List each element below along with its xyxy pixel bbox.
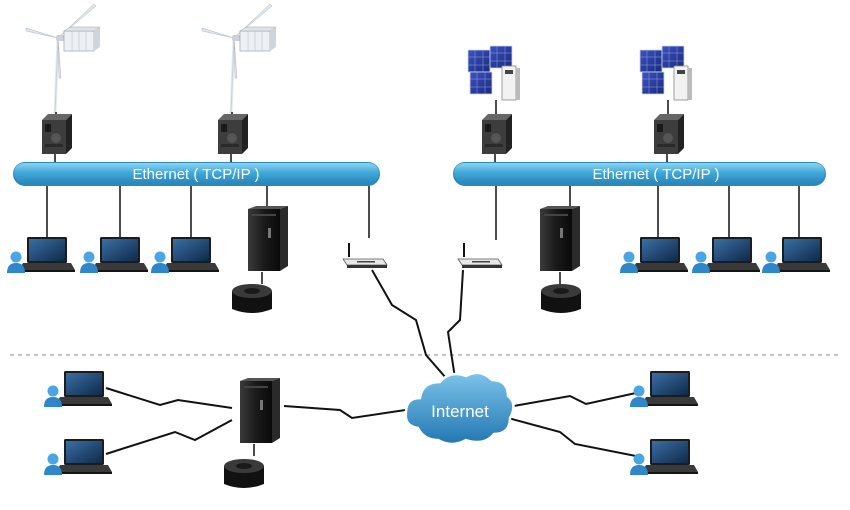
server-tower-icon — [240, 378, 280, 443]
wireless-router-icon — [342, 242, 388, 269]
wireless-router-icon — [457, 242, 503, 269]
disk-storage-icon — [232, 284, 272, 313]
laptop-user-icon — [692, 237, 760, 273]
ethernet-bus: Ethernet ( TCP/IP ) — [453, 162, 826, 186]
wireless-links — [105, 269, 637, 457]
left-network: Ethernet ( TCP/IP ) — [7, 2, 388, 313]
solar-panel-icon — [639, 45, 693, 101]
disk-storage-icon — [224, 459, 264, 488]
server-tower-icon — [540, 206, 580, 271]
internet-label: Internet — [431, 402, 489, 421]
internet-cloud: Internet — [404, 371, 515, 446]
ethernet-bus-label: Ethernet ( TCP/IP ) — [133, 166, 260, 183]
laptop-user-icon — [762, 237, 830, 273]
laptop-user-icon — [151, 237, 219, 273]
ethernet-bus: Ethernet ( TCP/IP ) — [13, 162, 380, 186]
server-tower-icon — [248, 206, 288, 271]
data-logger-icon — [654, 114, 684, 154]
disk-storage-icon — [541, 284, 581, 313]
ethernet-bus-label: Ethernet ( TCP/IP ) — [593, 166, 720, 183]
laptop-user-icon — [630, 439, 698, 475]
wind-turbine-icon — [24, 2, 101, 115]
remote-users — [44, 371, 698, 475]
laptop-user-icon — [44, 439, 112, 475]
right-network: Ethernet ( TCP/IP ) — [453, 45, 830, 313]
laptop-user-icon — [630, 371, 698, 407]
data-logger-icon — [42, 114, 72, 154]
data-logger-icon — [482, 114, 512, 154]
solar-panel-icon — [467, 45, 521, 101]
laptop-user-icon — [80, 237, 148, 273]
laptop-user-icon — [620, 237, 688, 273]
laptop-user-icon — [7, 237, 75, 273]
wind-turbine-icon — [200, 2, 277, 115]
laptop-user-icon — [44, 371, 112, 407]
data-logger-icon — [218, 114, 248, 154]
